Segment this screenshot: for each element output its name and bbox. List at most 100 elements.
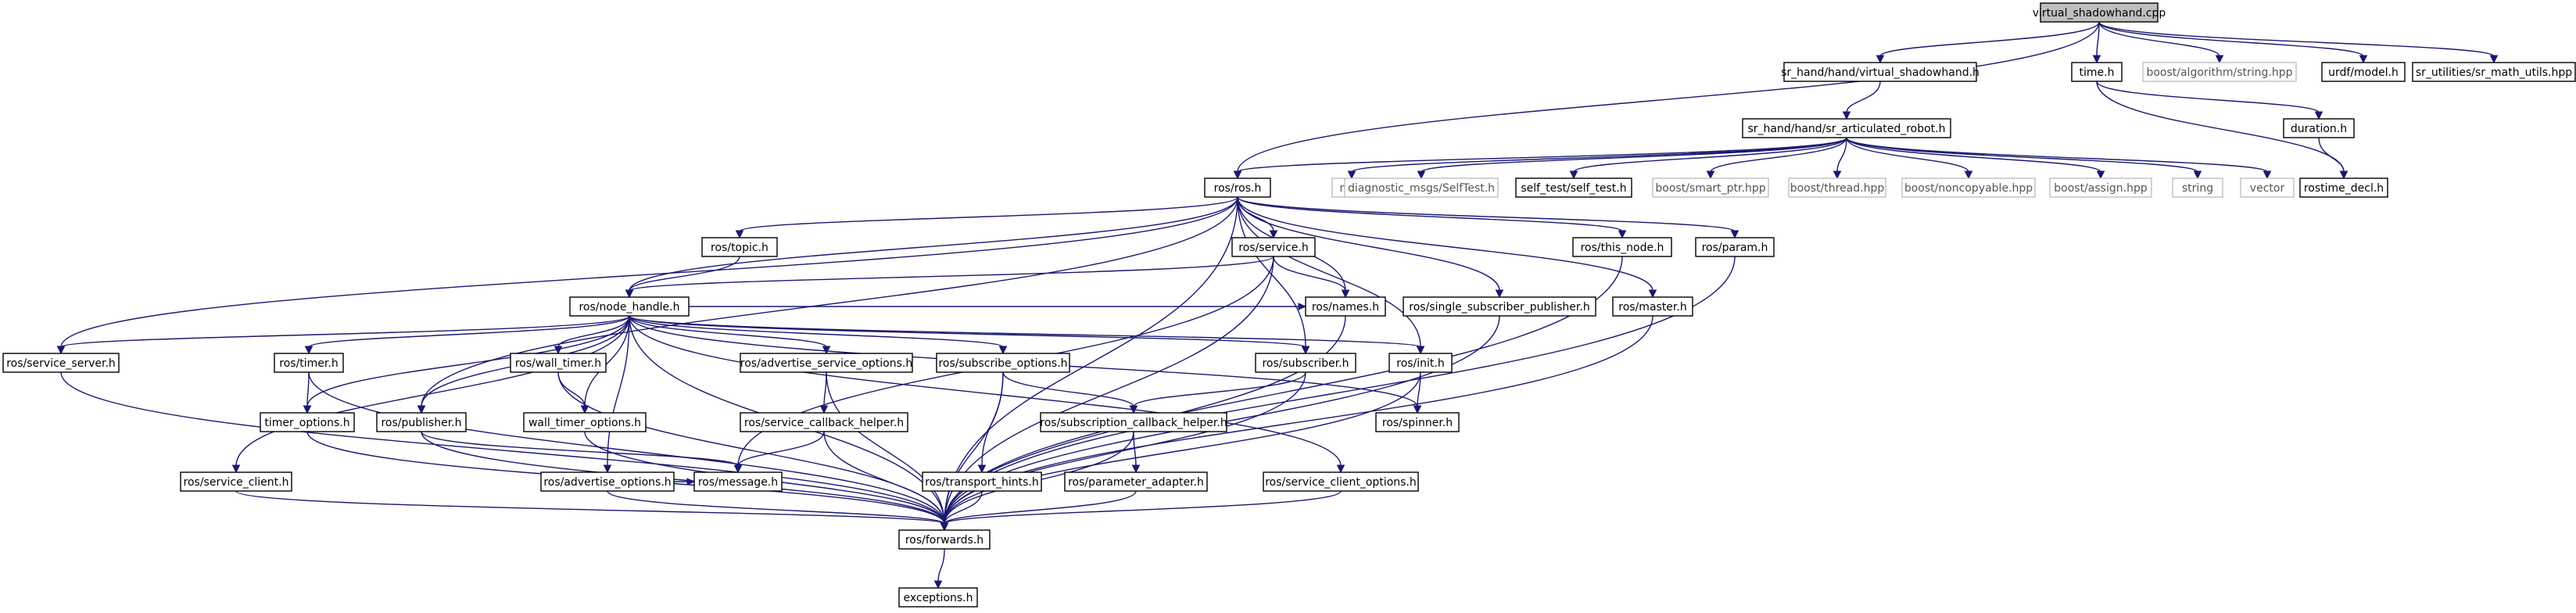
edge-ros-subscriber-h-to-ros-forwards-h <box>944 371 1306 525</box>
edge-ros-topic-h-to-ros-node-handle-h <box>629 256 740 292</box>
node-virtual-shadowhand-cpp[interactable]: virtual_shadowhand.cpp <box>2033 2 2166 23</box>
edge-ros-service-client-h-to-ros-forwards-h <box>235 490 945 525</box>
edge-ros-node-handle-h-to-ros-subscribe-options-h <box>629 315 1004 348</box>
node-box <box>2142 62 2297 82</box>
node-label: ros/names.h <box>1312 301 1379 314</box>
node-boost-algorithm-string-hpp[interactable]: boost/algorithm/string.hpp <box>2142 62 2297 82</box>
node-ros-service-callback-helper-h[interactable]: ros/service_callback_helper.h <box>740 412 908 432</box>
node-ros-subscriber-h[interactable]: ros/subscriber.h <box>1255 353 1356 373</box>
node-box <box>1344 177 1499 198</box>
node-label: ros/this_node.h <box>1581 242 1664 254</box>
node-ros-service-server-h[interactable]: ros/service_server.h <box>2 353 120 373</box>
node-box <box>376 412 467 432</box>
node-ros-publisher-h[interactable]: ros/publisher.h <box>376 412 467 432</box>
arrow-head-icon <box>819 405 829 414</box>
node-ros-master-h[interactable]: ros/master.h <box>1612 296 1693 317</box>
edge-ros-node-handle-h-to-ros-timer-h <box>308 315 630 348</box>
edge-virtual-shadowhand-cpp-to-urdf-model-h <box>2098 21 2364 57</box>
edge-ros-ros-h-to-ros-publisher-h <box>421 196 1238 407</box>
node-ros-advertise-options-h[interactable]: ros/advertise_options.h <box>540 471 675 492</box>
node-ros-subscription-callback-helper-h[interactable]: ros/subscription_callback_helper.h <box>1040 412 1227 432</box>
node-ros-service-client-options-h[interactable]: ros/service_client_options.h <box>1263 471 1419 492</box>
node-box <box>1375 412 1460 432</box>
node-label: ros/param.h <box>1702 242 1768 254</box>
edge-ros-transport-hints-h-to-ros-forwards-h <box>944 490 983 525</box>
node-ros-node-handle-h[interactable]: ros/node_handle.h <box>569 296 690 317</box>
node-timer-options-h[interactable]: timer_options.h <box>260 412 355 432</box>
node-ros-parameter-adapter-h[interactable]: ros/parameter_adapter.h <box>1064 471 1208 492</box>
arrow-head-icon <box>1569 170 1578 180</box>
edge-ros-advertise-options-h-to-ros-forwards-h <box>607 490 945 525</box>
node-smart-ptr-hpp[interactable]: boost/smart_ptr.hpp <box>1652 177 1769 198</box>
node-ros-wall-timer-h[interactable]: ros/wall_timer.h <box>510 353 607 373</box>
node-vector[interactable]: vector <box>2240 177 2295 198</box>
node-sr-articulated-robot-h[interactable]: sr_hand/hand/sr_articulated_robot.h <box>1742 118 1951 138</box>
arrow-head-icon <box>1833 170 1842 180</box>
node-box <box>2412 62 2576 82</box>
arrow-head-icon <box>1347 170 1356 180</box>
node-urdf-model-h[interactable]: urdf/model.h <box>2321 62 2406 82</box>
node-ros-this-node-h[interactable]: ros/this_node.h <box>1572 237 1672 257</box>
node-box <box>2040 2 2159 23</box>
arrow-head-icon <box>998 346 1008 355</box>
node-ros-subscribe-options-h[interactable]: ros/subscribe_options.h <box>936 353 1070 373</box>
arrow-head-icon <box>2339 170 2348 180</box>
node-sr-math-utils-hpp[interactable]: sr_utilities/sr_math_utils.hpp <box>2412 62 2576 82</box>
node-duration-h[interactable]: duration.h <box>2283 118 2355 138</box>
node-label: wall_timer_options.h <box>528 417 641 429</box>
node-thread-hpp[interactable]: boost/thread.hpp <box>1788 177 1886 198</box>
node-ros-timer-h[interactable]: ros/timer.h <box>274 353 344 373</box>
arrow-head-icon <box>580 405 589 414</box>
node-ros-init-h[interactable]: ros/init.h <box>1388 353 1453 373</box>
edge-ros-subscription-callback-helper-h-to-ros-parameter-adapter-h <box>1133 431 1137 467</box>
node-label: rostime_decl.h <box>2304 182 2384 195</box>
node-ros-topic-h[interactable]: ros/topic.h <box>701 237 778 257</box>
node-sr-hand-virtual-shadowhand-h[interactable]: sr_hand/hand/virtual_shadowhand.h <box>1781 62 1979 82</box>
edge-ros-node-handle-h-to-ros-service-client-options-h <box>629 315 1342 467</box>
node-box <box>180 471 292 492</box>
node-box <box>922 471 1042 492</box>
node-label: sr_hand/hand/sr_articulated_robot.h <box>1748 123 1946 135</box>
arrow-head-icon <box>2096 170 2105 180</box>
node-time-h[interactable]: time.h <box>2071 62 2123 82</box>
edge-sr-articulated-robot-h-to-vector <box>1846 137 2268 173</box>
arrow-head-icon <box>735 230 744 239</box>
node-ros-service-h[interactable]: ros/service.h <box>1231 237 1316 257</box>
node-self-test-h[interactable]: self_test/self_test.h <box>1515 177 1632 198</box>
node-label: boost/assign.hpp <box>2054 182 2148 195</box>
node-noncopyable-hpp[interactable]: boost/noncopyable.hpp <box>1901 177 2036 198</box>
arrow-head-icon <box>603 464 612 474</box>
arrow-head-icon <box>733 464 743 474</box>
node-box <box>510 353 607 373</box>
node-ros-advertise-service-options-h[interactable]: ros/advertise_service_options.h <box>740 353 913 373</box>
node-rostime-decl-h[interactable]: rostime_decl.h <box>2299 177 2388 198</box>
node-selftest-h[interactable]: diagnostic_msgs/SelfTest.h <box>1344 177 1499 198</box>
node-ros-transport-hints-h[interactable]: ros/transport_hints.h <box>922 471 1042 492</box>
node-ros-forwards-h[interactable]: ros/forwards.h <box>898 529 991 550</box>
node-wall-timer-options-h[interactable]: wall_timer_options.h <box>523 412 647 432</box>
node-label: ros/single_subscriber_publisher.h <box>1409 301 1589 314</box>
node-exceptions-h[interactable]: exceptions.h <box>898 587 978 608</box>
edge-ros-node-handle-h-to-ros-advertise-options-h <box>607 315 630 467</box>
node-ros-single-subscriber-publisher-h[interactable]: ros/single_subscriber_publisher.h <box>1403 296 1596 317</box>
edge-ros-service-client-options-h-to-ros-forwards-h <box>944 490 1342 525</box>
node-box <box>701 237 778 257</box>
node-label: ros/forwards.h <box>905 534 983 547</box>
arrow-head-icon <box>2263 170 2272 180</box>
node-ros-ros-h[interactable]: ros/ros.h <box>1204 177 1271 198</box>
node-string[interactable]: string <box>2172 177 2223 198</box>
node-ros-param-h[interactable]: ros/param.h <box>1695 237 1775 257</box>
node-ros-service-client-h[interactable]: ros/service_client.h <box>180 471 292 492</box>
node-box <box>1255 353 1356 373</box>
node-label: ros/message.h <box>698 476 778 489</box>
edge-ros-ros-h-to-ros-service-server-h <box>60 196 1238 348</box>
node-box <box>740 412 908 432</box>
node-box <box>898 587 978 608</box>
node-ros-names-h[interactable]: ros/names.h <box>1305 296 1386 317</box>
node-ros-message-h[interactable]: ros/message.h <box>693 471 783 492</box>
node-box <box>1572 237 1672 257</box>
node-assign-hpp[interactable]: boost/assign.hpp <box>2049 177 2152 198</box>
node-ros-spinner-h[interactable]: ros/spinner.h <box>1375 412 1460 432</box>
edge-ros-ros-h-to-ros-single-subscriber-publisher-h <box>1237 196 1500 292</box>
node-label: ros/subscription_callback_helper.h <box>1040 417 1227 429</box>
